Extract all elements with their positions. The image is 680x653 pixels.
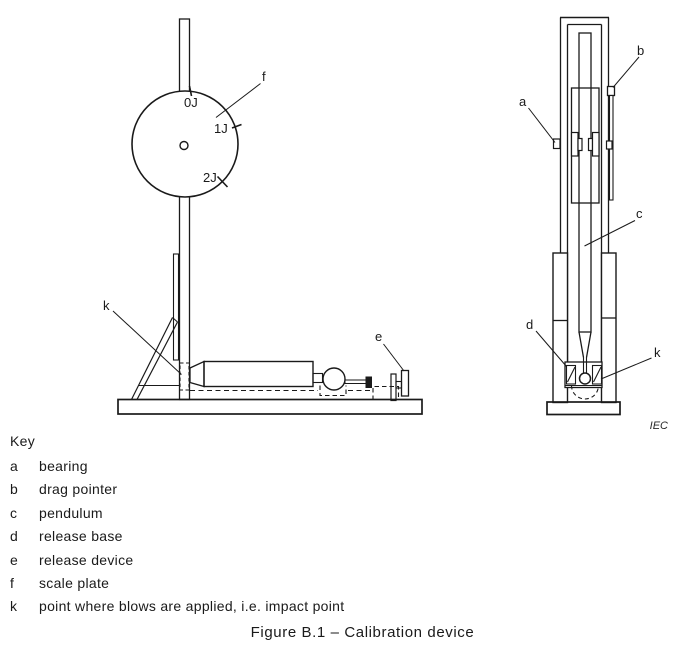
release-device-knob	[400, 369, 410, 397]
tick-1j	[231, 123, 242, 129]
tick-2j	[216, 175, 229, 188]
scale-plate-circle	[131, 90, 239, 198]
leader-f	[215, 83, 261, 118]
key-description: scale plate	[39, 575, 110, 592]
impact-point-dashed	[179, 362, 190, 391]
impact-ball	[578, 372, 592, 385]
leader-a	[528, 107, 556, 143]
scale-label-1j: 1J	[214, 121, 228, 136]
pendulum-stem	[582, 357, 588, 374]
bearing-tab-left	[552, 138, 561, 150]
hammer-body	[203, 360, 314, 388]
bearing-tab-right	[605, 140, 613, 150]
release-rod-cap	[365, 376, 372, 388]
release-rod	[344, 379, 367, 384]
leader-k-side	[112, 310, 182, 375]
pendulum-rod	[578, 32, 592, 333]
figure-caption: Figure B.1 – Calibration device	[250, 624, 475, 641]
support-brace-cap	[172, 317, 178, 323]
release-jaw-right	[591, 364, 603, 385]
tick-0j	[188, 85, 193, 97]
key-letter: a	[10, 458, 19, 474]
key-row-b: b drag pointer	[10, 478, 344, 501]
hidden-lines-side	[179, 362, 400, 400]
key-row-a: a bearing	[10, 455, 344, 478]
key-letter: f	[10, 575, 15, 592]
pivot-hole	[179, 140, 189, 151]
front-view: a b c d k IEC	[519, 16, 668, 432]
part-label-k-front: k	[654, 345, 661, 360]
guide-plate	[172, 253, 180, 361]
key-description: drag pointer	[39, 481, 118, 498]
hammer-neck	[312, 372, 324, 384]
key-section: Key a bearing b drag pointer c pendulum d re…	[10, 433, 344, 619]
key-row-c: c pendulum	[10, 502, 344, 525]
column-right	[600, 252, 617, 404]
pedestal	[546, 401, 621, 416]
leader-e	[383, 343, 405, 372]
bearing-block-right	[591, 131, 600, 157]
part-label-b: b	[637, 43, 644, 58]
release-jaw-left	[565, 364, 577, 385]
drag-pointer-clamp	[606, 85, 616, 97]
scale-label-0j: 0J	[184, 95, 198, 110]
key-row-e: e release device	[10, 549, 344, 572]
key-description: release device	[39, 551, 134, 568]
key-row-f: f scale plate	[10, 572, 344, 595]
bearing-assembly	[552, 131, 613, 157]
pendulum-taper	[578, 331, 592, 358]
release-device-plate	[390, 373, 397, 402]
leader-c	[584, 220, 636, 247]
impact-swing-arc-dashed	[570, 385, 600, 400]
leader-b	[612, 56, 640, 88]
part-label-d: d	[526, 317, 533, 332]
key-letter: d	[10, 528, 19, 545]
hammer-knob-ball	[322, 367, 346, 391]
part-label-a: a	[519, 94, 527, 109]
iec-tag: IEC	[650, 420, 668, 432]
key-letter: b	[10, 481, 19, 498]
key-title: Key	[10, 433, 36, 449]
bearing-block-left	[570, 131, 579, 157]
key-description: point where blows are applied, i.e. impa…	[39, 598, 345, 615]
support-brace-inner	[136, 321, 179, 400]
key-letter: c	[10, 504, 18, 521]
part-label-e: e	[375, 329, 382, 344]
leader-k-front	[600, 357, 652, 380]
part-label-k-side: k	[103, 298, 110, 313]
pendulum-post	[178, 18, 191, 401]
part-label-f: f	[262, 69, 266, 84]
side-view: 0J 1J 2J f k	[103, 18, 423, 415]
base-plate	[117, 398, 423, 415]
key-description: release base	[39, 528, 123, 545]
key-row-d: d release base	[10, 525, 344, 548]
key-row-k: k point where blows are applied, i.e. imp…	[10, 595, 344, 618]
scale-label-2j: 2J	[203, 170, 217, 185]
part-label-c: c	[636, 206, 643, 221]
leader-d	[535, 330, 567, 367]
bearing-nub-left	[577, 137, 583, 152]
key-letter: e	[10, 551, 19, 568]
hammer-nose-cone	[189, 360, 205, 388]
release-base-jaws	[565, 364, 603, 385]
key-description: bearing	[39, 458, 88, 474]
support-brace-outer	[130, 317, 174, 400]
key-letter: k	[10, 598, 18, 615]
key-description: pendulum	[39, 504, 103, 521]
